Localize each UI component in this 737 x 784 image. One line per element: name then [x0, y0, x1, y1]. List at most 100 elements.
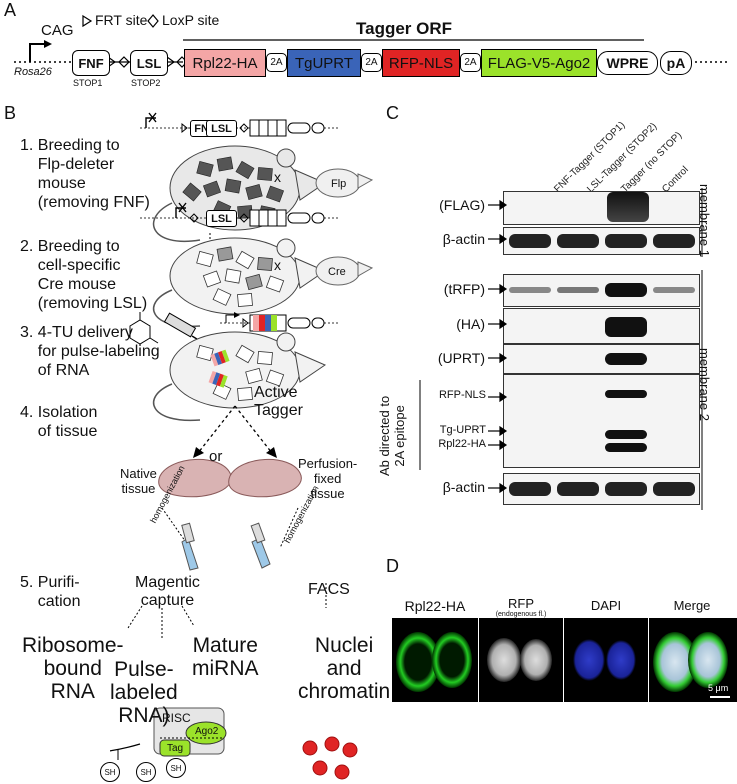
- native-brain: [158, 459, 232, 498]
- arrowhead-fixed: [266, 447, 277, 458]
- branch-ribosome: [127, 605, 143, 629]
- loxp-site-1: [118, 56, 130, 68]
- legend-frt-triangle: [82, 14, 93, 28]
- thiouracil-molecule: [129, 312, 159, 345]
- blot-annotations: [419, 188, 703, 510]
- fixed-tissue-label: Perfusion- fixed tissue: [298, 456, 358, 501]
- row-label-ha: (HA): [456, 316, 485, 332]
- legend-frt-label: FRT site: [95, 12, 148, 28]
- nuclei-chromatin-label: Nuclei and chromatin: [298, 634, 391, 703]
- flag-v5-ago2-segment: FLAG-V5-Ago2: [481, 49, 597, 77]
- lsl-cassette: LSL: [130, 50, 168, 76]
- p2a-segment-2: 2A: [361, 53, 382, 72]
- blot-uprt: [503, 344, 700, 374]
- scale-bar-label: 5 μm: [708, 683, 729, 693]
- mouse-2: [152, 237, 327, 328]
- micrograph-title-rpl22: Rpl22-HA: [404, 598, 466, 614]
- row-label-trfp: (tRFP): [443, 281, 485, 297]
- mouse-1: [152, 145, 327, 243]
- step-2-text: 2. Breeding to cell-specific Cre mouse (…: [20, 238, 148, 312]
- magnetic-capture-label: Magentic capture: [135, 574, 200, 609]
- micrographs: [392, 618, 737, 702]
- or-label: or: [209, 448, 223, 465]
- row-label-actin-2: β-actin: [442, 479, 485, 495]
- tguprt-segment: TgUPRT: [287, 49, 361, 77]
- stop2-label: STOP2: [131, 78, 161, 88]
- micrograph-title-rfp: RFP: [508, 596, 534, 611]
- rpl22-ha-segment: Rpl22-HA: [184, 49, 266, 77]
- promoter-arrow: [29, 43, 44, 62]
- cre-label: Cre: [328, 266, 346, 278]
- row-label-actin-1: β-actin: [442, 231, 485, 247]
- panel-letter-d: D: [386, 556, 399, 576]
- construct-3: [220, 312, 340, 332]
- micrograph-title-merge: Merge: [673, 598, 711, 613]
- rfp-nls-segment: RFP-NLS: [382, 49, 460, 77]
- cross-symbol-2: x: [274, 257, 281, 273]
- step-5-text: 5. Purifi- cation: [20, 574, 81, 610]
- locus-label: Rosa26: [14, 66, 52, 78]
- nuclei-icon: [302, 736, 358, 780]
- row-label-tg-uprt: Tg-UPRT: [439, 424, 486, 436]
- row-label-uprt: (UPRT): [437, 350, 485, 366]
- membrane-2-label: membrane 2: [697, 348, 712, 421]
- panel-letter-b: B: [4, 103, 17, 123]
- arrowhead-native: [193, 447, 204, 458]
- cross-symbol-1: x: [274, 169, 281, 185]
- native-tissue-label: Native tissue: [120, 466, 157, 496]
- sh-group-2: SH: [136, 762, 156, 782]
- active-tagger-label: Active Tagger: [254, 384, 303, 419]
- panel-letter-c: C: [386, 103, 399, 123]
- arrow-fixed: [234, 405, 273, 454]
- pulse-labeled-rna-label: Pulse- labeled RNA): [110, 658, 178, 727]
- polya-element: pA: [660, 51, 692, 75]
- ago2-label: Ago2: [195, 726, 219, 737]
- workflow-illustration: [110, 112, 374, 780]
- blot-actin-2: [503, 473, 700, 505]
- promoter-arrowhead: [44, 40, 52, 48]
- row-label-flag: (FLAG): [439, 197, 485, 213]
- thiolated-rna-icon: [110, 743, 141, 760]
- mouse-3-active-tagger: [152, 331, 327, 422]
- sh-group-3: SH: [166, 758, 186, 778]
- panel-letter-a: A: [4, 0, 17, 20]
- promoter-label: CAG: [41, 22, 74, 39]
- ribosome-bound-rna-label: Ribosome- bound RNA: [22, 634, 124, 703]
- fnf-cassette: FNF: [72, 50, 110, 76]
- fixed-brain: [228, 459, 302, 498]
- blot-2a-epitope: [503, 374, 700, 468]
- facs-label: FACS: [308, 581, 350, 598]
- micrograph-subtitle-rfp: (endogenous fl.): [495, 611, 547, 618]
- wpre-element: WPRE: [597, 51, 658, 75]
- tag-label: Tag: [167, 743, 184, 754]
- homogenizer-right: [250, 507, 299, 569]
- construct-1: [140, 112, 340, 137]
- step-3-text: 3. 4-TU delivery for pulse-labeling of R…: [20, 324, 160, 379]
- blot-flag: [503, 191, 700, 225]
- membrane-1-label: membrane 1: [697, 184, 712, 257]
- step-4-text: 4. Isolation of tissue: [20, 404, 98, 440]
- blot-actin-1: [503, 227, 700, 255]
- flp-mouse: [315, 168, 374, 198]
- stop1-label: STOP1: [73, 78, 103, 88]
- blot-trfp: [503, 274, 700, 307]
- arrow-native: [197, 405, 236, 454]
- construct1-lsl: LSL: [206, 120, 237, 137]
- row-label-rfp-nls: RFP-NLS: [438, 389, 486, 401]
- step-1-text: 1. Breeding to Flp-deleter mouse (removi…: [20, 137, 150, 211]
- flp-label: Flp: [331, 178, 347, 190]
- p2a-segment-1: 2A: [266, 53, 287, 72]
- orf-title: Tagger ORF: [356, 19, 453, 38]
- risc-complex-icon: [153, 707, 227, 757]
- risc-label: RISC: [162, 711, 191, 725]
- legend-loxp-diamond: [147, 14, 159, 28]
- ab-2a-epitope-label: Ab directed to 2A epitope: [377, 395, 407, 476]
- homogenizer-left: [161, 507, 199, 571]
- construct2-lsl: LSL: [206, 210, 237, 227]
- construct-2: [140, 202, 340, 227]
- row-label-rpl22-ha: Rpl22-HA: [438, 438, 486, 450]
- blot-ha: [503, 308, 700, 344]
- mature-mirna-label: Mature miRNA: [192, 634, 259, 680]
- p2a-segment-3: 2A: [460, 53, 481, 72]
- micrograph-title-dapi: DAPI: [590, 598, 622, 613]
